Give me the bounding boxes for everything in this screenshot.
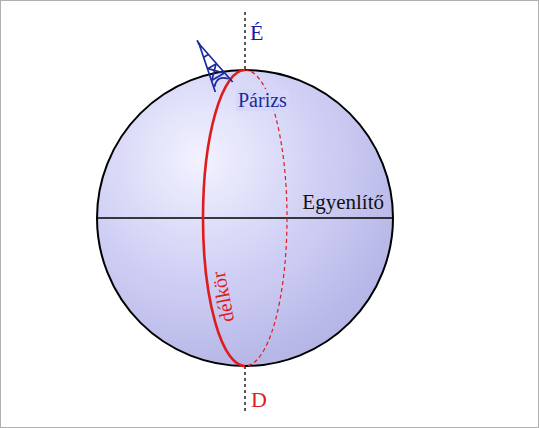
equator-label: Egyenlítő [302,192,384,213]
city-label: Párizs [236,89,289,111]
axis-line [244,366,245,414]
equator-line [97,217,393,219]
meridian-front [203,70,245,366]
meridian-back [245,70,287,366]
south-pole-label: D [251,389,267,411]
axis-line [244,12,245,70]
eiffel-tower-icon [188,35,232,92]
globe-sphere [97,70,393,366]
north-pole-label: É [250,22,263,44]
